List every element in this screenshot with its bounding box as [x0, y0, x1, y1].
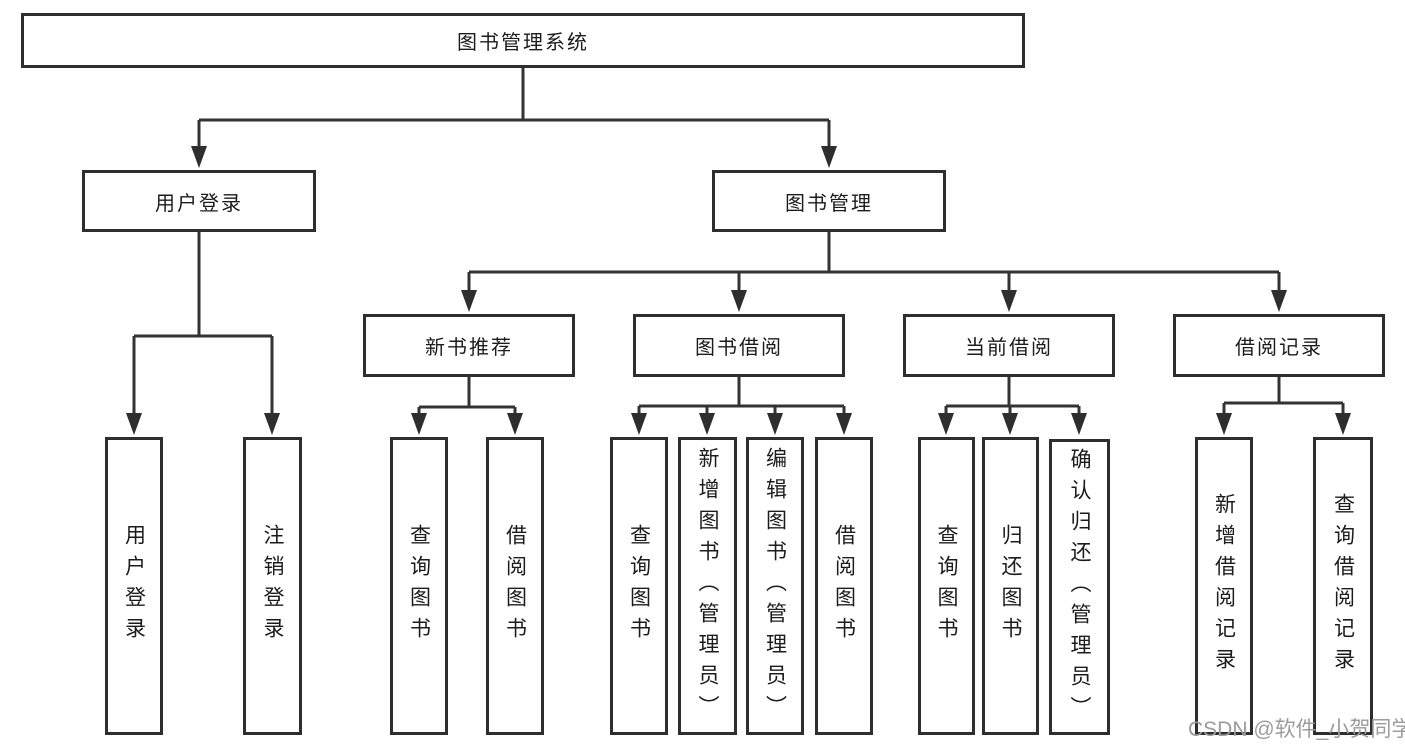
edge-root-to-level2	[197, 68, 831, 150]
arrow-down-icon	[191, 146, 207, 168]
node-label: 图书借阅	[695, 337, 783, 359]
node-current-borrowing: 当前借阅	[903, 314, 1115, 377]
arrow-down-icon	[631, 413, 647, 435]
edge-records-to-leaves	[1222, 377, 1345, 417]
arrow-down-icon	[1001, 290, 1017, 312]
node-leaf-edit-books-admin: 编辑图书（管理员）	[746, 437, 804, 735]
edge-current-to-leaves	[944, 377, 1081, 417]
node-user-login: 用户登录	[82, 170, 316, 232]
node-label: 注销登录	[261, 524, 284, 648]
arrow-down-icon	[507, 413, 523, 435]
arrow-down-icon	[1271, 290, 1287, 312]
node-leaf-add-books-admin: 新增图书（管理员）	[678, 437, 737, 735]
node-label: 归还图书	[999, 524, 1022, 648]
arrow-down-icon	[411, 413, 427, 435]
node-label: 图书管理系统	[457, 32, 589, 54]
edge-borrowing-to-leaves	[637, 377, 846, 417]
node-label: 编辑图书（管理员）	[763, 446, 787, 726]
node-leaf-return-books: 归还图书	[982, 437, 1039, 735]
node-label: 当前借阅	[965, 337, 1053, 359]
arrow-down-icon	[699, 413, 715, 435]
arrow-down-icon	[938, 413, 954, 435]
node-label: 查询借阅记录	[1331, 493, 1355, 679]
edge-user-login-to-leaves	[132, 232, 274, 417]
node-label: 用户登录	[122, 524, 146, 648]
node-book-borrowing: 图书借阅	[633, 314, 845, 377]
node-leaf-borrow-books-borrowing: 借阅图书	[815, 437, 873, 735]
arrow-down-icon	[126, 413, 142, 435]
edge-book-management-to-level3	[467, 232, 1281, 294]
node-leaf-query-books-current: 查询图书	[918, 437, 975, 735]
node-label: 确认归还（管理员）	[1068, 447, 1091, 727]
arrow-down-icon	[836, 413, 852, 435]
arrow-down-icon	[264, 413, 280, 435]
node-borrowing-records: 借阅记录	[1173, 314, 1385, 377]
node-book-management: 图书管理	[712, 170, 946, 232]
node-leaf-user-login: 用户登录	[105, 437, 163, 735]
node-label: 用户登录	[155, 192, 243, 215]
node-leaf-query-books-recommend: 查询图书	[390, 437, 448, 735]
arrow-down-icon	[1071, 413, 1087, 435]
node-leaf-logout: 注销登录	[243, 437, 302, 735]
arrow-down-icon	[1335, 413, 1351, 435]
node-label: 借阅记录	[1235, 337, 1323, 359]
csdn-watermark: CSDN @软件_小贺同学	[1188, 718, 1405, 741]
node-new-book-recommendation: 新书推荐	[363, 314, 575, 377]
node-leaf-borrow-books-recommend: 借阅图书	[486, 437, 544, 735]
node-root: 图书管理系统	[21, 13, 1025, 68]
node-label: 查询图书	[407, 524, 431, 648]
node-leaf-confirm-return-admin: 确认归还（管理员）	[1049, 439, 1110, 735]
node-leaf-add-borrow-record: 新增借阅记录	[1195, 437, 1253, 735]
arrow-down-icon	[1002, 413, 1018, 435]
node-label: 新增借阅记录	[1212, 493, 1236, 679]
node-label: 图书管理	[785, 192, 873, 215]
node-label: 查询图书	[627, 524, 651, 648]
node-label: 新增图书（管理员）	[696, 446, 719, 726]
node-label: 借阅图书	[503, 524, 527, 648]
arrow-down-icon	[461, 290, 477, 312]
arrow-down-icon	[731, 290, 747, 312]
node-label: 查询图书	[935, 524, 958, 648]
edge-recommendation-to-leaves	[417, 377, 517, 417]
node-label: 新书推荐	[425, 337, 513, 359]
node-leaf-query-borrow-record: 查询借阅记录	[1313, 437, 1373, 735]
node-leaf-query-books-borrowing: 查询图书	[610, 437, 668, 735]
arrow-down-icon	[821, 146, 837, 168]
node-label: 借阅图书	[832, 524, 856, 648]
arrow-down-icon	[1216, 413, 1232, 435]
arrow-down-icon	[767, 413, 783, 435]
